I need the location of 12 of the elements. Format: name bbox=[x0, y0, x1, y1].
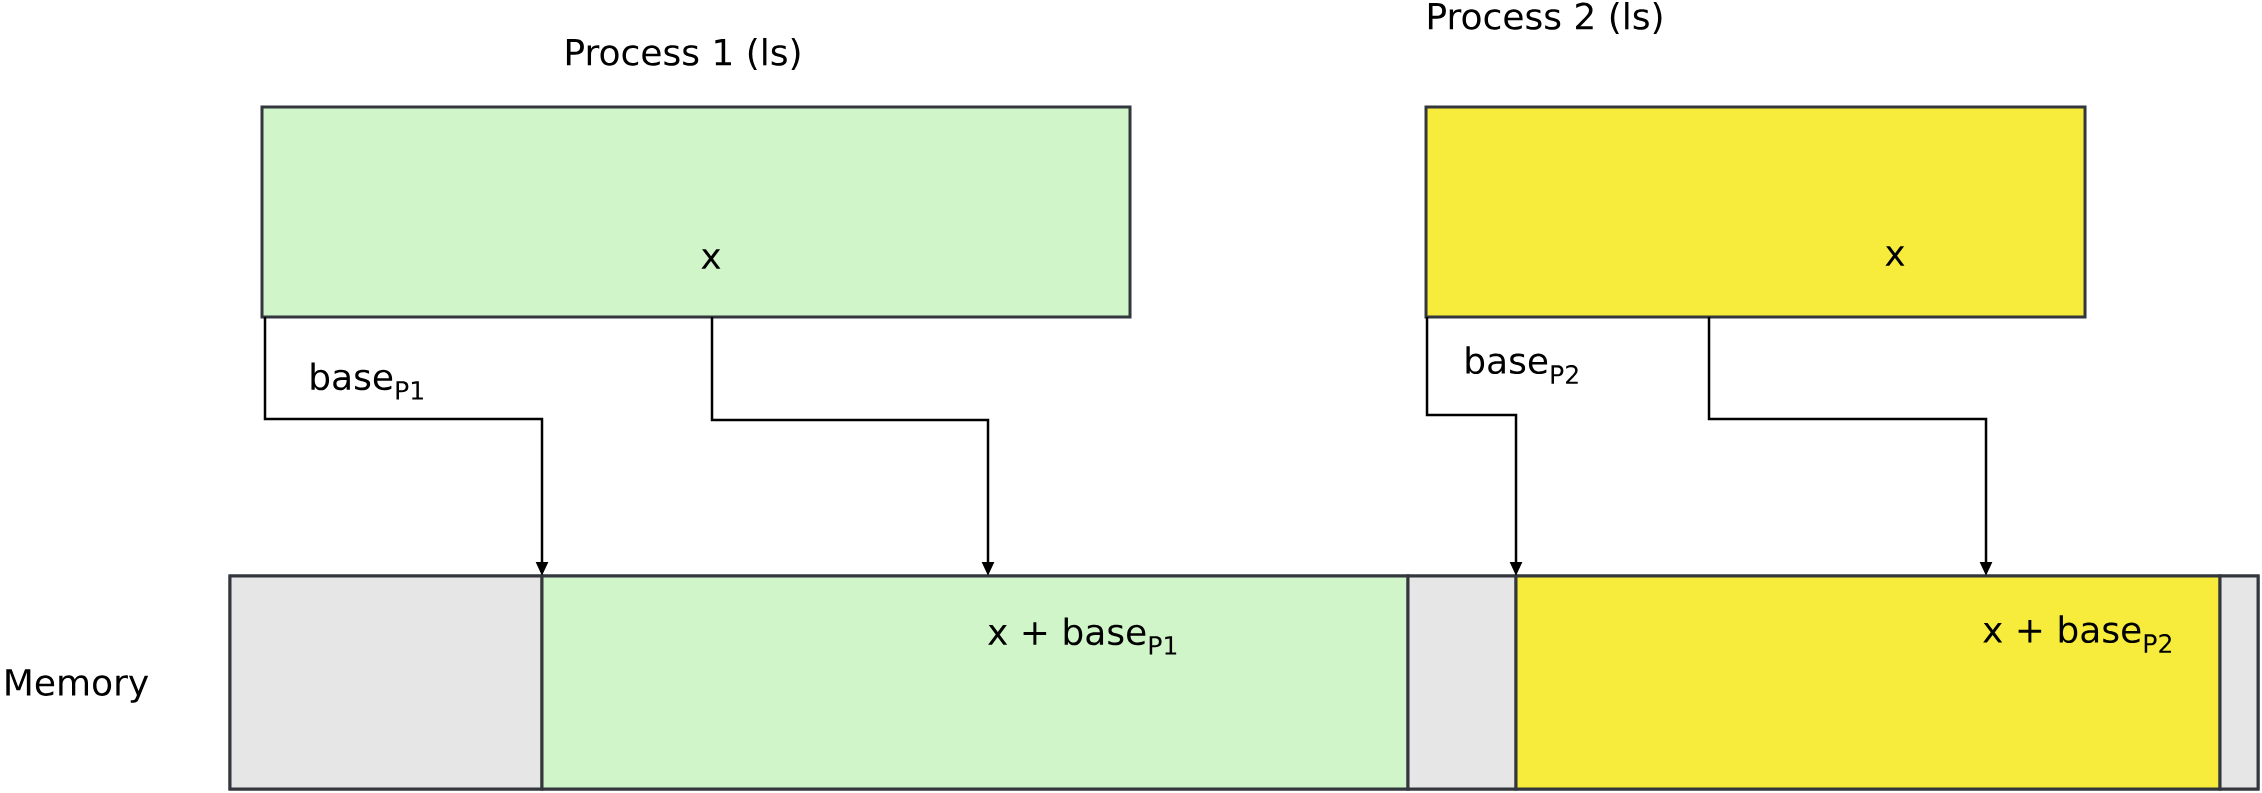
memory-segment bbox=[228, 574, 544, 791]
memory-segment: x + base$_{P2}$ bbox=[1514, 574, 2222, 791]
memory-label: Memory bbox=[6, 669, 149, 703]
memory-segment bbox=[2218, 574, 2260, 791]
process-box: x bbox=[1424, 105, 2087, 319]
memory-segment: x + base$_{P1}$ bbox=[540, 574, 1410, 791]
edge-label: base$_{P1}$ bbox=[311, 362, 423, 400]
process-title: Process 2 (ls) bbox=[1428, 1, 1662, 35]
memory-segment bbox=[1406, 574, 1518, 791]
process-box: x bbox=[260, 105, 1132, 319]
process-title: Process 1 (ls) bbox=[566, 37, 800, 71]
edge-label: base$_{P2}$ bbox=[1466, 346, 1578, 384]
